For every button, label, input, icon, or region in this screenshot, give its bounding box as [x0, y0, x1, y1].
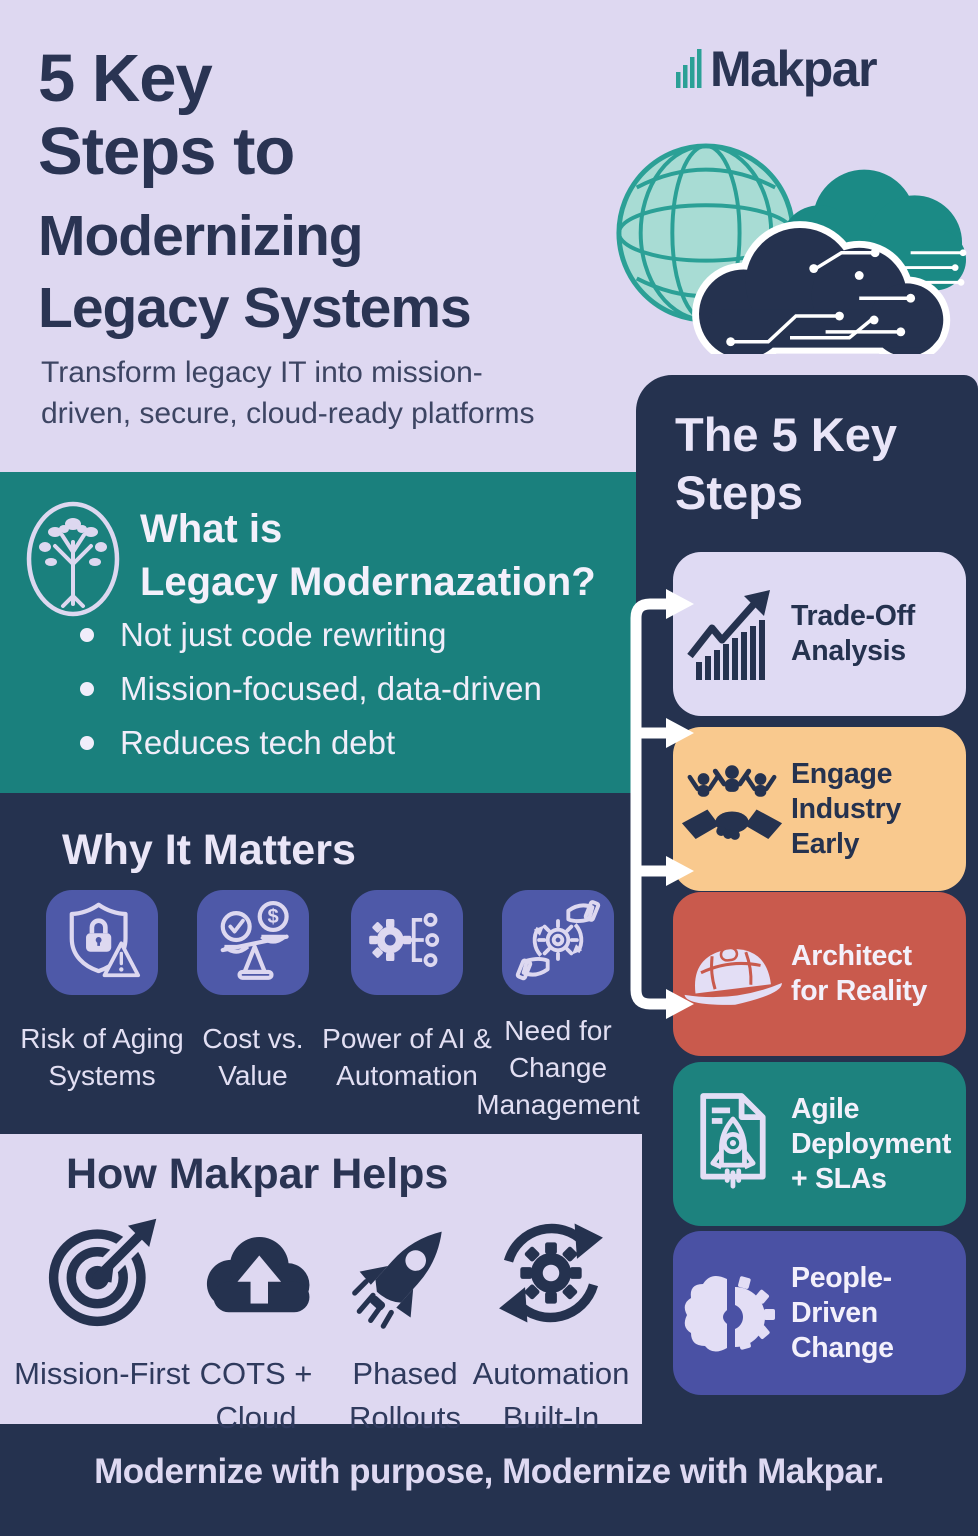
logo-wordmark: Makpar: [710, 41, 878, 97]
card-line: Industry: [791, 792, 902, 825]
label-line: Risk of Aging: [20, 1023, 184, 1054]
handshake-team-icon: [673, 762, 791, 856]
hardhat-icon: [673, 929, 791, 1019]
shield-lock-alert-icon: [60, 898, 144, 987]
growth-chart-icon: [673, 586, 791, 682]
label-line: Systems: [48, 1060, 156, 1091]
steps-heading: The 5 Key Steps: [675, 406, 897, 522]
card-line: Change: [791, 1331, 894, 1364]
card-line: for Reality: [791, 975, 928, 1007]
label-line: Phased: [352, 1356, 458, 1391]
label-line: Cost vs.: [202, 1023, 304, 1054]
label-line: Management: [476, 1089, 640, 1120]
why-label-cost: Cost vs. Value: [168, 1020, 338, 1094]
page-subtitle: Transform legacy IT into mission- driven…: [41, 352, 535, 434]
step-card-agile: Agile Deployment + SLAs: [673, 1062, 966, 1226]
why-label-change: Need for Change Management: [473, 1012, 643, 1123]
label-line: Automation: [472, 1356, 630, 1391]
card-line: Early: [791, 827, 860, 860]
why-tile-risk: [46, 890, 158, 995]
cloud-upload-icon: [196, 1208, 316, 1338]
how-label-mission: Mission-First: [7, 1352, 197, 1396]
target-arrow-icon: [42, 1208, 162, 1338]
circuit-cloud-icon: [692, 221, 951, 366]
card-line: Architect: [791, 940, 912, 972]
label-line: Mission-First: [14, 1356, 190, 1391]
hands-gear-cycle-icon: [515, 897, 601, 988]
title-line-1: 5 Key: [38, 41, 213, 116]
bullet-text: Not just code rewriting: [120, 616, 447, 653]
label-line: Cloud: [215, 1400, 297, 1435]
label-line: Built-In: [502, 1400, 600, 1435]
card-line: Deployment: [791, 1127, 952, 1160]
why-label-ai: Power of AI & Automation: [322, 1020, 492, 1094]
gear-refresh-icon: [491, 1208, 611, 1338]
makpar-logo: Makpar: [676, 41, 878, 97]
step-card-engage: Engage Industry Early: [673, 727, 966, 891]
why-label-risk: Risk of Aging Systems: [17, 1020, 187, 1094]
bullet-dot: [80, 628, 94, 642]
header-artwork: [612, 104, 968, 366]
footer-tagline: Modernize with purpose, Modernize with M…: [94, 1452, 884, 1491]
card-line: Driven: [791, 1296, 878, 1329]
card-line: Trade-Off: [791, 600, 915, 632]
gear-circuit-icon: [365, 898, 449, 987]
how-label-cots: COTS + Cloud: [161, 1352, 351, 1440]
card-line: Analysis: [791, 635, 906, 667]
label-line: Automation: [336, 1060, 478, 1091]
what-bullet-3: Reduces tech debt: [80, 720, 620, 766]
step-card-label: Trade-Off Analysis: [791, 599, 915, 669]
step-card-architect: Architect for Reality: [673, 892, 966, 1056]
how-heading: How Makpar Helps: [66, 1150, 449, 1198]
scales-check-dollar-icon: $: [211, 898, 295, 987]
card-line: Agile: [791, 1092, 860, 1125]
bullet-dot: [80, 682, 94, 696]
label-line: Value: [218, 1060, 288, 1091]
step-card-tradeoff: Trade-Off Analysis: [673, 552, 966, 716]
label-line: Rollouts: [349, 1400, 461, 1435]
page-title-secondary: Modernizing Legacy Systems: [38, 200, 472, 344]
why-tile-cost: $: [197, 890, 309, 995]
svg-text:$: $: [268, 906, 279, 928]
makpar-bars-icon: [676, 44, 706, 93]
step-card-label: People- Driven Change: [791, 1261, 894, 1366]
label-line: Need for: [504, 1015, 612, 1046]
how-label-phased: Phased Rollouts: [310, 1352, 500, 1440]
step-card-people: People- Driven Change: [673, 1231, 966, 1395]
step-card-label: Agile Deployment + SLAs: [791, 1092, 951, 1197]
steps-heading-line-1: The 5 Key: [675, 408, 898, 461]
what-heading-line-2: Legacy Modernazation?: [140, 560, 596, 604]
page-title: 5 Key Steps to: [38, 41, 295, 189]
title-line-2: Steps to: [38, 114, 295, 189]
card-line: + SLAs: [791, 1162, 887, 1195]
why-tile-ai: [351, 890, 463, 995]
rocket-icon: [345, 1208, 465, 1338]
what-bullet-1: Not just code rewriting: [80, 612, 620, 658]
step-card-label: Architect for Reality: [791, 939, 927, 1009]
brain-gear-icon: [673, 1267, 791, 1359]
subtitle-line-2: driven, secure, cloud-ready platforms: [41, 397, 535, 430]
label-line: COTS +: [199, 1356, 313, 1391]
title-line-3: Modernizing: [38, 204, 364, 268]
title-line-4: Legacy Systems: [38, 276, 472, 340]
label-line: Power of AI &: [322, 1023, 492, 1054]
card-line: Engage: [791, 757, 893, 790]
tree-icon: [25, 500, 121, 623]
why-tile-change: [502, 890, 614, 995]
steps-heading-line-2: Steps: [675, 466, 803, 519]
doc-rocket-icon: [673, 1086, 791, 1202]
bullet-dot: [80, 736, 94, 750]
step-card-label: Engage Industry Early: [791, 757, 901, 862]
what-bullet-2: Mission-focused, data-driven: [80, 666, 620, 712]
what-heading-line-1: What is: [140, 507, 283, 551]
why-heading: Why It Matters: [62, 826, 356, 874]
bullet-text: Mission-focused, data-driven: [120, 670, 542, 707]
subtitle-line-1: Transform legacy IT into mission-: [41, 356, 483, 389]
how-label-automation: Automation Built-In: [456, 1352, 646, 1440]
card-line: People-: [791, 1261, 892, 1294]
steps-connector-arrows: [608, 583, 708, 1033]
label-line: Change: [508, 1052, 608, 1083]
what-heading: What is Legacy Modernazation?: [140, 503, 596, 609]
bullet-text: Reduces tech debt: [120, 724, 396, 761]
